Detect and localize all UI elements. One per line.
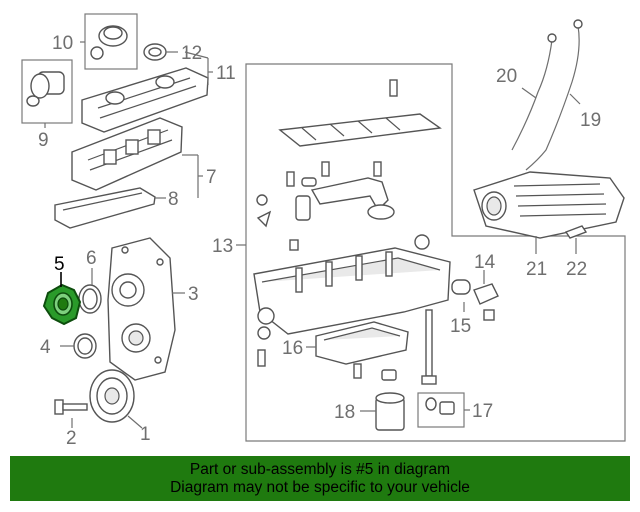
oil-pan-assembly-box: [236, 63, 626, 442]
callout-4: 4: [40, 337, 51, 358]
oil-pan-gasket: [278, 113, 442, 147]
valve-cover-lower: [71, 117, 203, 198]
oil-pan-lower: [306, 321, 409, 365]
callout-8: 8: [168, 189, 179, 210]
callout-2: 2: [66, 428, 77, 449]
front-seal-lower: [60, 333, 97, 359]
callout-19: 19: [580, 110, 601, 131]
callout-12: 12: [181, 43, 202, 64]
callout-7: 7: [206, 167, 217, 188]
callout-20: 20: [496, 66, 517, 87]
callout-11: 11: [216, 63, 236, 84]
oil-cooler-adapter: [451, 270, 499, 321]
callout-1: 1: [140, 424, 151, 445]
oil-filter: [360, 392, 405, 431]
callout-17: 17: [472, 401, 493, 422]
harmonic-balancer: [89, 369, 143, 429]
callout-13: 13: [212, 236, 233, 257]
callout-10: 10: [52, 33, 73, 54]
callout-22: 22: [566, 259, 587, 280]
callout-15: 15: [450, 316, 471, 337]
banner-line-1: Part or sub-assembly is #5 in diagram: [189, 460, 451, 478]
banner-line-2: Diagram may not be specific to your vehi…: [170, 478, 470, 496]
callout-3: 3: [188, 284, 199, 305]
dipstick-tubes: [511, 19, 583, 171]
valve-cover-upper: [81, 51, 213, 133]
part-5-highlighted: [42, 272, 82, 326]
seal-part: [143, 43, 178, 61]
info-banner: Part or sub-assembly is #5 in diagram Di…: [10, 456, 630, 501]
callout-6: 6: [86, 248, 97, 269]
callout-9: 9: [38, 130, 49, 151]
front-seal-upper: [78, 268, 102, 314]
intake-manifold: [473, 171, 625, 254]
callout-5: 5: [54, 254, 65, 275]
manifold-gasket: [564, 225, 588, 254]
pan-bolts: [257, 309, 437, 385]
oil-filler-cap-box: [80, 13, 138, 70]
drain-plug-box: [417, 392, 470, 428]
callout-21: 21: [526, 259, 547, 280]
valve-cover-gasket: [54, 187, 166, 229]
callout-16: 16: [282, 338, 303, 359]
callout-18: 18: [334, 402, 355, 423]
oil-pump-pickup: [256, 79, 398, 228]
oil-pan-upper: [253, 234, 451, 340]
callout-14: 14: [474, 252, 496, 273]
parts-diagram: 10 12 11 9 7 8 13 5 6 3 4 2 1 16 18 17 1…: [21, 13, 626, 449]
oil-filler-box: [21, 59, 73, 128]
crank-bolt: [54, 399, 88, 428]
timing-cover: [107, 237, 185, 381]
